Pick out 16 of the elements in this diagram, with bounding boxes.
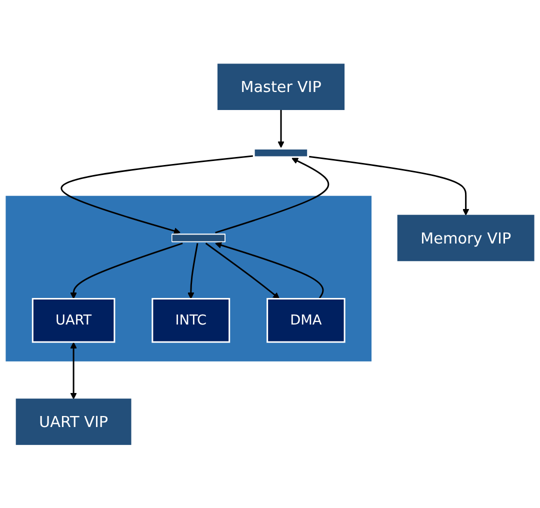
node-box: INTC <box>152 298 230 342</box>
arrow <box>215 158 330 234</box>
node-box: DMA <box>266 298 346 342</box>
node-box: UART <box>32 298 116 342</box>
arrow <box>215 242 324 299</box>
arrow <box>70 342 77 399</box>
arrow <box>188 242 198 299</box>
cluster <box>6 196 372 362</box>
arrow <box>278 109 284 148</box>
arrow <box>60 154 253 234</box>
arrow <box>309 156 470 216</box>
node-box: Memory VIP <box>397 214 534 261</box>
arrow <box>205 242 280 299</box>
node-box: UART VIP <box>16 398 132 445</box>
node-box: Master VIP <box>217 63 345 110</box>
arrow <box>70 242 183 299</box>
